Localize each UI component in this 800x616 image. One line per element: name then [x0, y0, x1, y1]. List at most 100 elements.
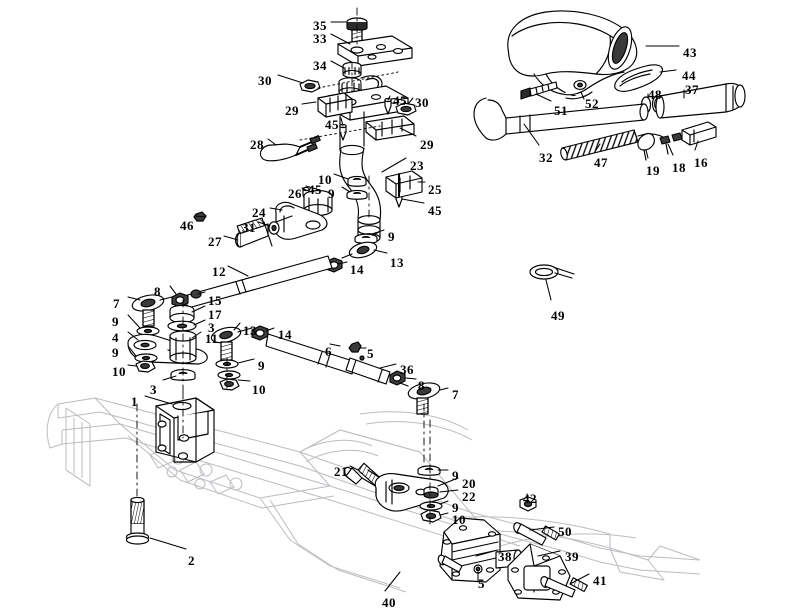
callout-clamp-half-left: 29 — [285, 103, 299, 118]
callout-gearbox-support-plate: 39 — [565, 549, 579, 564]
callout-steering-column-bushing: 34 — [313, 58, 327, 73]
callout-lock-nut-left: 30 — [258, 73, 272, 88]
callout-bolt-clamp-left: 45 — [325, 117, 339, 132]
part-10-nut-left-lower — [135, 360, 156, 373]
callout-tie-rod-end-right: 7 — [452, 387, 459, 402]
callout-steering-arm-plate: 4 — [112, 330, 119, 345]
callout-jam-nut-right: 8 — [418, 378, 425, 393]
idler-washer-stack — [417, 465, 443, 523]
part-32-handlebar-left — [473, 97, 649, 141]
part-12-drag-link — [183, 255, 333, 309]
part-31-spacer — [268, 221, 280, 235]
callout-steering-gearbox: 38 — [498, 549, 512, 564]
part-3-washer-post-a — [167, 320, 197, 332]
callout-bolt-support-plate: 41 — [593, 573, 607, 588]
callout-bracket-column-support: 25 — [428, 182, 442, 197]
part-29-clamp-right — [365, 115, 415, 141]
part-50-bolt — [513, 522, 560, 546]
callout-washer-left-a: 9 — [112, 314, 119, 329]
callout-steering-column: 23 — [410, 158, 424, 173]
callout-bushing-idler: 22 — [462, 489, 476, 504]
part-51-bolt — [520, 81, 558, 100]
part-43-seat — [507, 10, 638, 100]
part-13-rod-end-upper — [341, 241, 378, 259]
callout-drag-link-rod: 12 — [212, 264, 226, 279]
callout-pitman-arm: 24 — [252, 205, 266, 220]
steering-post-stack — [127, 304, 208, 381]
part-29-clamp-left — [317, 92, 353, 118]
callout-tie-rod-end-left-upper: 7 — [113, 296, 120, 311]
part-30-nut-left — [299, 79, 321, 93]
callout-bolt-upper-steering-plate: 35 — [313, 18, 327, 33]
callout-bolt-pitman: 27 — [208, 234, 222, 249]
callout-washer-seat: 52 — [585, 96, 599, 111]
part-6-tie-rod-right — [265, 333, 357, 375]
callout-jam-nut-left-upper: 8 — [154, 284, 161, 299]
part-9-washer-left-a — [136, 326, 160, 336]
callout-handlebar-left: 32 — [539, 150, 553, 165]
center-post-washers — [215, 359, 241, 391]
callout-jam-nut-upper: 14 — [350, 262, 364, 277]
part-15-washer — [190, 289, 202, 299]
part-7-rod-end-left — [131, 294, 173, 327]
part-22-bushing-idler — [423, 486, 439, 499]
callout-clamp-half-right: 29 — [420, 137, 434, 152]
part-8-jam-nut-left — [171, 292, 189, 308]
callout-bolt-clamp-upper: 45 — [393, 93, 407, 108]
callout-handlebar-coupler: 48 — [648, 87, 662, 102]
callout-washer-column-b: 9 — [388, 229, 395, 244]
callout-idler-arm: 20 — [462, 476, 476, 491]
part-11-steering-post — [169, 330, 197, 364]
callout-throttle-cable-clip: 19 — [646, 163, 660, 178]
part-7-rod-end-right — [399, 382, 441, 415]
callout-lever-block: 16 — [694, 155, 708, 170]
callout-adjuster-sleeve: 36 — [400, 362, 414, 377]
callout-nut-left-lower: 10 — [112, 364, 126, 379]
part-10-nut-column — [347, 175, 367, 187]
callout-bushing-steering-post: 17 — [208, 307, 222, 322]
part-36-adjuster-sleeve — [345, 355, 391, 385]
part-9-washer-idler-lower — [419, 501, 443, 511]
part-33-upper-plate — [337, 35, 413, 67]
callout-nut-center-lower: 10 — [252, 382, 266, 397]
callout-lock-nut-pitman-bolt: 46 — [180, 218, 194, 233]
callout-bolt-bracket-lower: 45 — [428, 203, 442, 218]
callout-grease-fitting-gearbox: 5 — [478, 576, 485, 591]
part-2-long-bolt — [125, 496, 150, 545]
callout-washer-post-lower: 3 — [150, 382, 157, 397]
callout-seat-cushion: 43 — [683, 45, 697, 60]
part-30-nut-right — [395, 102, 417, 116]
callout-lock-nut-right: 30 — [415, 95, 429, 110]
part-18-screws — [659, 132, 683, 155]
part-45-a — [384, 97, 392, 115]
part-28-u-bolt — [259, 135, 321, 162]
callout-nut-gearbox-stud: 42 — [523, 491, 537, 506]
part-25-bracket — [385, 170, 423, 199]
callout-washer-left-b: 9 — [112, 345, 119, 360]
callout-bolt-gearbox-upper: 50 — [558, 524, 572, 539]
callout-retaining-ring: 49 — [551, 308, 565, 323]
part-9-washer-idler-upper — [417, 465, 441, 476]
callout-grip-pad: 44 — [682, 68, 696, 83]
callout-steering-housing-bracket: 1 — [131, 394, 138, 409]
callout-bolt-housing-mount: 2 — [188, 553, 195, 568]
callout-bolt-idler-arm: 21 — [334, 464, 348, 479]
callout-tie-rod-end-upper-right: 13 — [390, 255, 404, 270]
callout-u-bolt-steering: 28 — [250, 137, 264, 152]
callout-bolt-seat-mount: 51 — [554, 103, 568, 118]
part-37-handlebar-right — [655, 82, 746, 119]
part-24-pitman-arm — [275, 201, 328, 240]
callout-screw-lever-mount: 18 — [672, 160, 686, 175]
callout-upper-steering-support-plate: 33 — [313, 31, 327, 46]
part-5-grease-fitting-rod — [348, 341, 362, 353]
callout-steering-post: 11 — [205, 331, 219, 346]
part-26-bushing — [303, 190, 333, 216]
callout-nut-column-lower: 10 — [318, 172, 332, 187]
callout-grease-fitting-rod: 5 — [367, 346, 374, 361]
part-1-housing-bracket — [155, 397, 215, 463]
part-19-cable-clip — [637, 132, 655, 161]
part-49-retaining-ring — [529, 264, 575, 280]
part-8-jam-nut-right — [389, 370, 406, 386]
